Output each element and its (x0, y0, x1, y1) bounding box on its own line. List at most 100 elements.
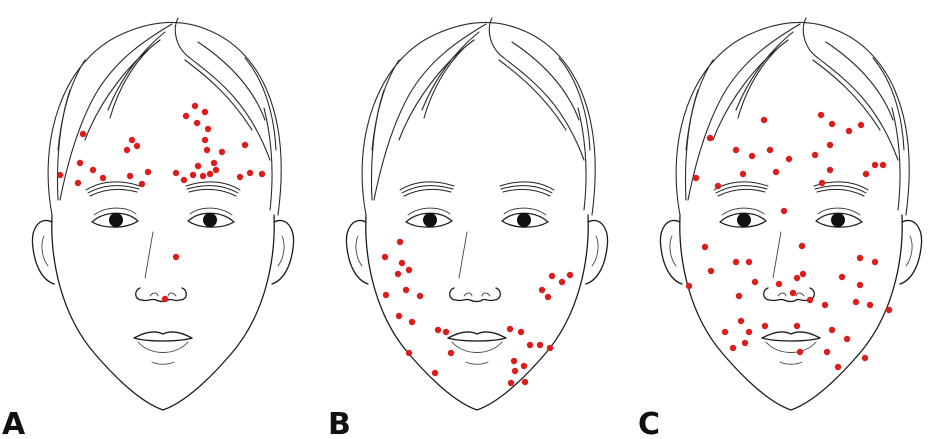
red-marker-dot-c (829, 121, 835, 127)
red-marker-dot-c (761, 117, 767, 123)
red-marker-dot-a (100, 175, 106, 181)
red-marker-dot-c (872, 162, 878, 168)
red-marker-dot-a (139, 181, 145, 187)
red-marker-dot-b (537, 342, 543, 348)
red-marker-dot-a (211, 160, 217, 166)
red-marker-dot-a (134, 143, 140, 149)
red-marker-dot-c (800, 271, 806, 277)
red-marker-dot-b (567, 272, 573, 278)
red-marker-dot-c (799, 243, 805, 249)
red-marker-dot-a (204, 147, 210, 153)
red-marker-dot-b (409, 319, 415, 325)
red-marker-dot-c (742, 340, 748, 346)
red-marker-dot-c (693, 175, 699, 181)
red-marker-dot-c (829, 327, 835, 333)
red-marker-dot-c (686, 283, 692, 289)
red-marker-dot-b (395, 271, 401, 277)
face-illustration-a (32, 18, 293, 410)
red-marker-dot-c (827, 142, 833, 148)
red-marker-dot-a (183, 113, 189, 119)
red-marker-dot-c (858, 122, 864, 128)
red-marker-dot-b (512, 368, 518, 374)
red-marker-dot-a (219, 149, 225, 155)
red-marker-dot-a (207, 171, 213, 177)
red-marker-dot-a (80, 131, 86, 137)
red-marker-dot-c (715, 183, 721, 189)
red-marker-dot-a (242, 142, 248, 148)
red-marker-dot-c (786, 156, 792, 162)
red-marker-dot-c (863, 171, 869, 177)
red-marker-dot-c (853, 299, 859, 305)
red-marker-dot-a (57, 172, 63, 178)
face-illustration-b (346, 18, 607, 410)
red-marker-dot-a (75, 180, 81, 186)
red-marker-dot-b (432, 370, 438, 376)
red-marker-dot-b (399, 260, 405, 266)
red-marker-dot-c (740, 171, 746, 177)
red-marker-dot-c (781, 208, 787, 214)
red-marker-dot-c (773, 169, 779, 175)
red-marker-dot-a (213, 167, 219, 173)
red-marker-dot-b (448, 350, 454, 356)
red-marker-dot-c (797, 349, 803, 355)
red-marker-dot-b (547, 345, 553, 351)
red-marker-dot-c (746, 329, 752, 335)
red-marker-dot-c (730, 345, 736, 351)
red-marker-dot-b (383, 292, 389, 298)
red-marker-dot-b (549, 273, 555, 279)
red-marker-dot-b (403, 287, 409, 293)
red-marker-dot-b (443, 329, 449, 335)
red-marker-dot-c (790, 290, 796, 296)
red-marker-dot-c (738, 318, 744, 324)
panel-c: C (638, 18, 922, 439)
red-marker-dot-c (827, 167, 833, 173)
red-marker-dot-b (382, 254, 388, 260)
red-marker-dot-b (508, 380, 514, 386)
red-marker-dot-b (396, 313, 402, 319)
red-marker-dot-c (835, 364, 841, 370)
red-marker-dot-b (406, 350, 412, 356)
red-marker-dot-a (194, 120, 200, 126)
red-marker-dot-a (77, 160, 83, 166)
panel-label-c: C (638, 407, 660, 439)
red-marker-dot-a (162, 296, 168, 302)
red-marker-dot-a (90, 167, 96, 173)
red-marker-dot-c (794, 275, 800, 281)
red-marker-dot-c (872, 259, 878, 265)
panel-label-b: B (328, 407, 351, 439)
red-marker-dot-c (702, 244, 708, 250)
panel-label-a: A (2, 407, 26, 439)
red-marker-dot-a (127, 173, 133, 179)
red-marker-dot-c (767, 147, 773, 153)
red-marker-dot-c (776, 281, 782, 287)
red-marker-dot-c (822, 302, 828, 308)
red-marker-dot-b (435, 327, 441, 333)
red-marker-dot-c (794, 323, 800, 329)
red-marker-dot-c (722, 329, 728, 335)
red-marker-dot-c (844, 336, 850, 342)
red-marker-dot-c (819, 180, 825, 186)
red-marker-dot-a (173, 170, 179, 176)
red-marker-dot-c (812, 152, 818, 158)
red-marker-dot-c (733, 147, 739, 153)
red-marker-dot-b (545, 294, 551, 300)
panel-b: B (328, 18, 608, 439)
red-marker-dot-b (397, 239, 403, 245)
red-marker-dot-c (880, 162, 886, 168)
red-marker-dot-c (818, 112, 824, 118)
red-marker-dot-b (539, 287, 545, 293)
red-marker-dot-a (205, 126, 211, 132)
face-illustration-c (660, 18, 921, 410)
red-marker-dot-b (518, 329, 524, 335)
red-marker-dot-c (762, 323, 768, 329)
red-marker-dot-c (708, 268, 714, 274)
red-marker-dot-c (746, 259, 752, 265)
red-marker-dot-c (857, 255, 863, 261)
red-marker-dot-a (190, 172, 196, 178)
marker-group-c (686, 112, 892, 370)
red-marker-dot-b (527, 342, 533, 348)
red-marker-dot-c (736, 293, 742, 299)
red-marker-dot-c (752, 279, 758, 285)
red-marker-dot-b (406, 267, 412, 273)
red-marker-dot-a (124, 147, 130, 153)
